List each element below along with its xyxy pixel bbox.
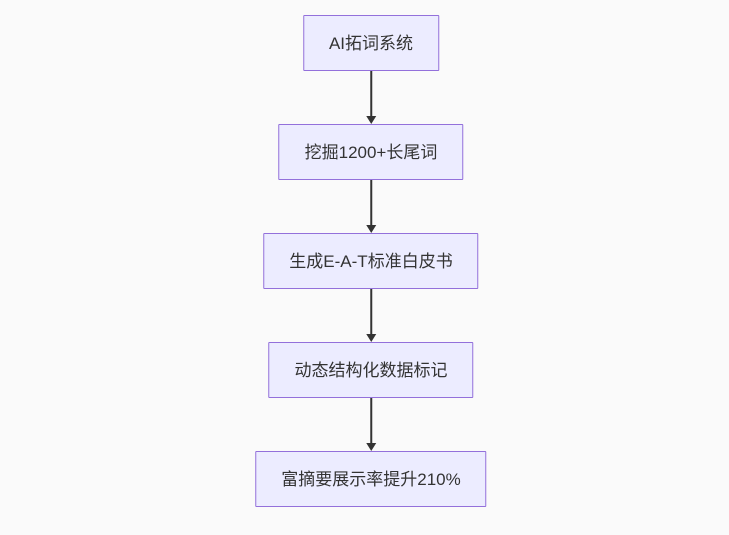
edge-connector <box>365 289 376 342</box>
flow-node-longtail-mining: 挖掘1200+长尾词 <box>278 124 464 180</box>
edge-connector <box>365 71 376 124</box>
arrow-down-icon <box>365 225 376 233</box>
flowchart: AI拓词系统 挖掘1200+长尾词 生成E-A-T标准白皮书 动态结构化数据标记… <box>255 15 487 507</box>
flow-node-label: 富摘要展示率提升210% <box>281 469 461 489</box>
flow-node-rich-snippet-result: 富摘要展示率提升210% <box>255 451 487 507</box>
flow-node-label: 动态结构化数据标记 <box>294 360 448 380</box>
edge-connector <box>365 180 376 233</box>
flow-node-structured-data: 动态结构化数据标记 <box>268 342 474 398</box>
flow-node-label: 挖掘1200+长尾词 <box>304 142 438 162</box>
edge-line <box>369 180 372 225</box>
flow-node-ai-word-expansion: AI拓词系统 <box>302 15 440 71</box>
flow-node-label: AI拓词系统 <box>328 33 414 53</box>
edge-connector <box>365 398 376 451</box>
edge-line <box>369 289 372 334</box>
flow-node-label: 生成E-A-T标准白皮书 <box>289 251 453 271</box>
edge-line <box>369 71 372 116</box>
arrow-down-icon <box>365 334 376 342</box>
arrow-down-icon <box>365 443 376 451</box>
flow-node-eat-whitepaper: 生成E-A-T标准白皮书 <box>263 233 479 289</box>
arrow-down-icon <box>365 116 376 124</box>
edge-line <box>369 398 372 443</box>
